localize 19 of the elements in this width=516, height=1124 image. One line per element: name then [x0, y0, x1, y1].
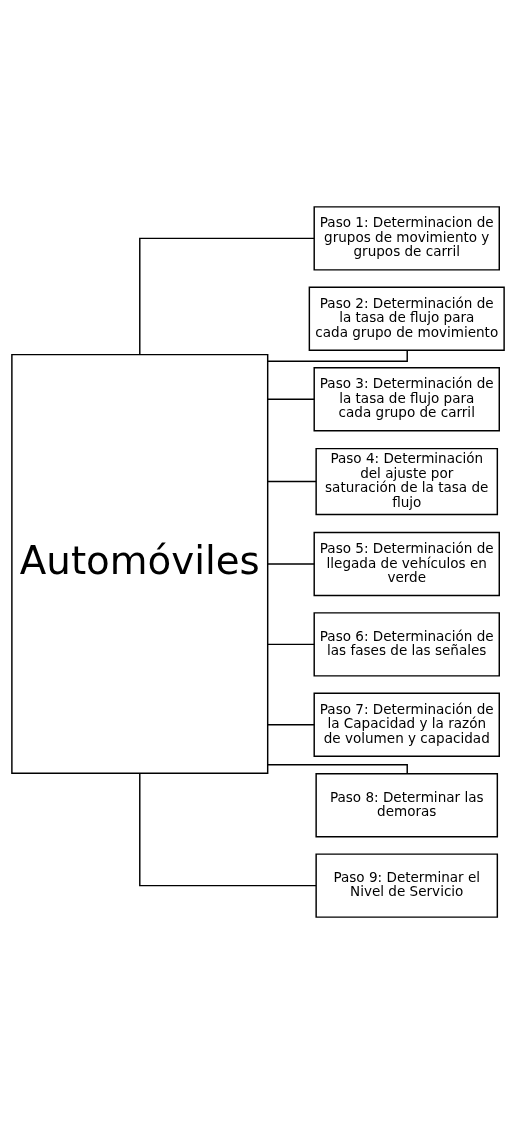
- connector: [267, 398, 315, 400]
- node-box: Paso 2: Determinación de la tasa de flujo para cada grupo de movimiento: [308, 286, 505, 351]
- node-box: Paso 8: Determinar las demoras: [315, 773, 499, 838]
- connector: [267, 563, 315, 565]
- connector: [267, 643, 315, 646]
- node-box: Paso 4: Determinación del ajuste por saturación de la tasa de flujo: [315, 447, 499, 516]
- connector: [139, 772, 317, 887]
- connector: [267, 724, 315, 726]
- connector: [267, 480, 317, 483]
- node-box: Paso 3: Determinación de la tasa de flujo para cada grupo de carril: [313, 367, 500, 432]
- node-box: Automóviles: [11, 353, 269, 774]
- connector: [139, 237, 315, 356]
- connector: [267, 349, 408, 362]
- node-box: Paso 1: Determinacion de grupos de movimiento y grupos de carril: [313, 206, 500, 271]
- connector: [267, 764, 408, 775]
- node-box: Paso 7: Determinación de la Capacidad y la razón de volumen y capacidad: [313, 692, 500, 757]
- node-box: Paso 5: Determinación de llegada de vehículos en verde: [313, 531, 500, 597]
- node-box: Paso 6: Determinación de las fases de las señales: [313, 612, 500, 677]
- node-box: Paso 9: Determinar el Nivel de Servicio: [315, 853, 499, 918]
